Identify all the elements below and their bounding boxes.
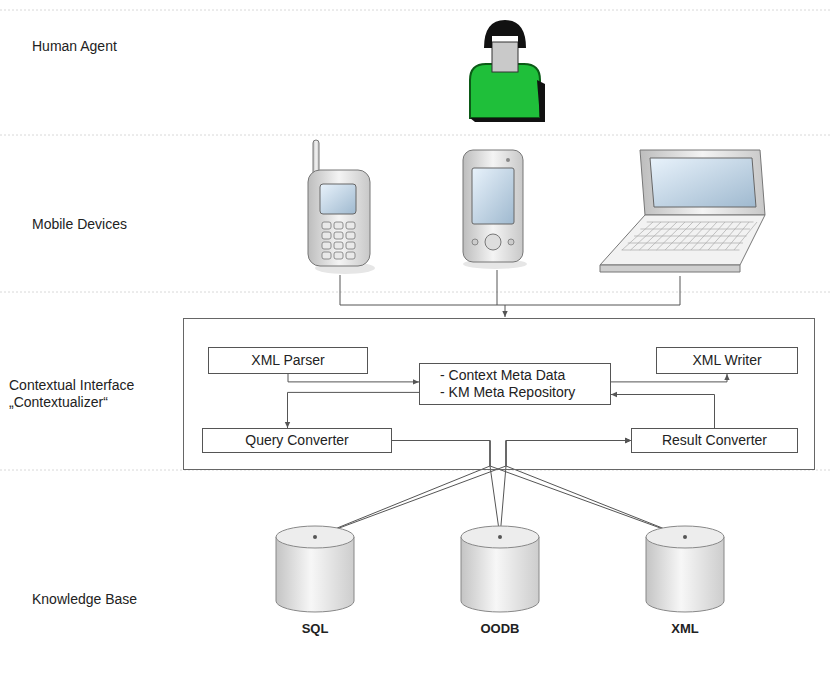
box-label: - Context Meta Data <box>440 367 565 384</box>
layer-label: Contextual Interface „Contextualizer“ <box>9 377 169 411</box>
separator <box>0 10 831 470</box>
device-wire <box>340 270 680 317</box>
connector <box>506 441 685 538</box>
box-label: XML Writer <box>692 352 761 369</box>
connector <box>288 374 419 382</box>
cylinder-shape <box>645 525 725 615</box>
connector <box>315 441 490 538</box>
process-box: XML Parser <box>208 347 368 374</box>
connector <box>500 441 631 538</box>
laptop-icon <box>600 150 765 272</box>
connector <box>611 374 727 382</box>
layer-label: Knowledge Base <box>32 591 137 608</box>
box-label: Query Converter <box>245 432 348 449</box>
box-label: XML Parser <box>251 352 324 369</box>
box-label: Result Converter <box>662 432 767 449</box>
database-cylinder: XML <box>645 525 725 637</box>
box-label: - KM Meta Repository <box>440 384 575 401</box>
database-label: OODB <box>460 620 540 637</box>
interface-frame: Contextual Interface „Contextualizer“XML… <box>183 318 815 470</box>
pda-icon <box>463 150 527 269</box>
layer-label: Mobile Devices <box>32 216 127 233</box>
connector <box>288 392 420 428</box>
process-box: Result Converter <box>631 428 798 453</box>
database-cylinder: OODB <box>460 525 540 637</box>
phone-icon <box>308 140 375 274</box>
cylinder-shape <box>275 525 355 615</box>
layer-label: Human Agent <box>32 38 117 55</box>
database-label: XML <box>645 620 725 637</box>
database-label: SQL <box>275 620 355 637</box>
repository-box: - Context Meta Data- KM Meta Repository <box>419 363 611 405</box>
cylinder-shape <box>460 525 540 615</box>
connector <box>315 441 631 538</box>
human-icon <box>470 20 545 122</box>
connector <box>392 441 685 538</box>
process-box: Query Converter <box>202 428 392 453</box>
connector <box>611 395 715 429</box>
process-box: XML Writer <box>656 347 798 374</box>
database-cylinder: SQL <box>275 525 355 637</box>
